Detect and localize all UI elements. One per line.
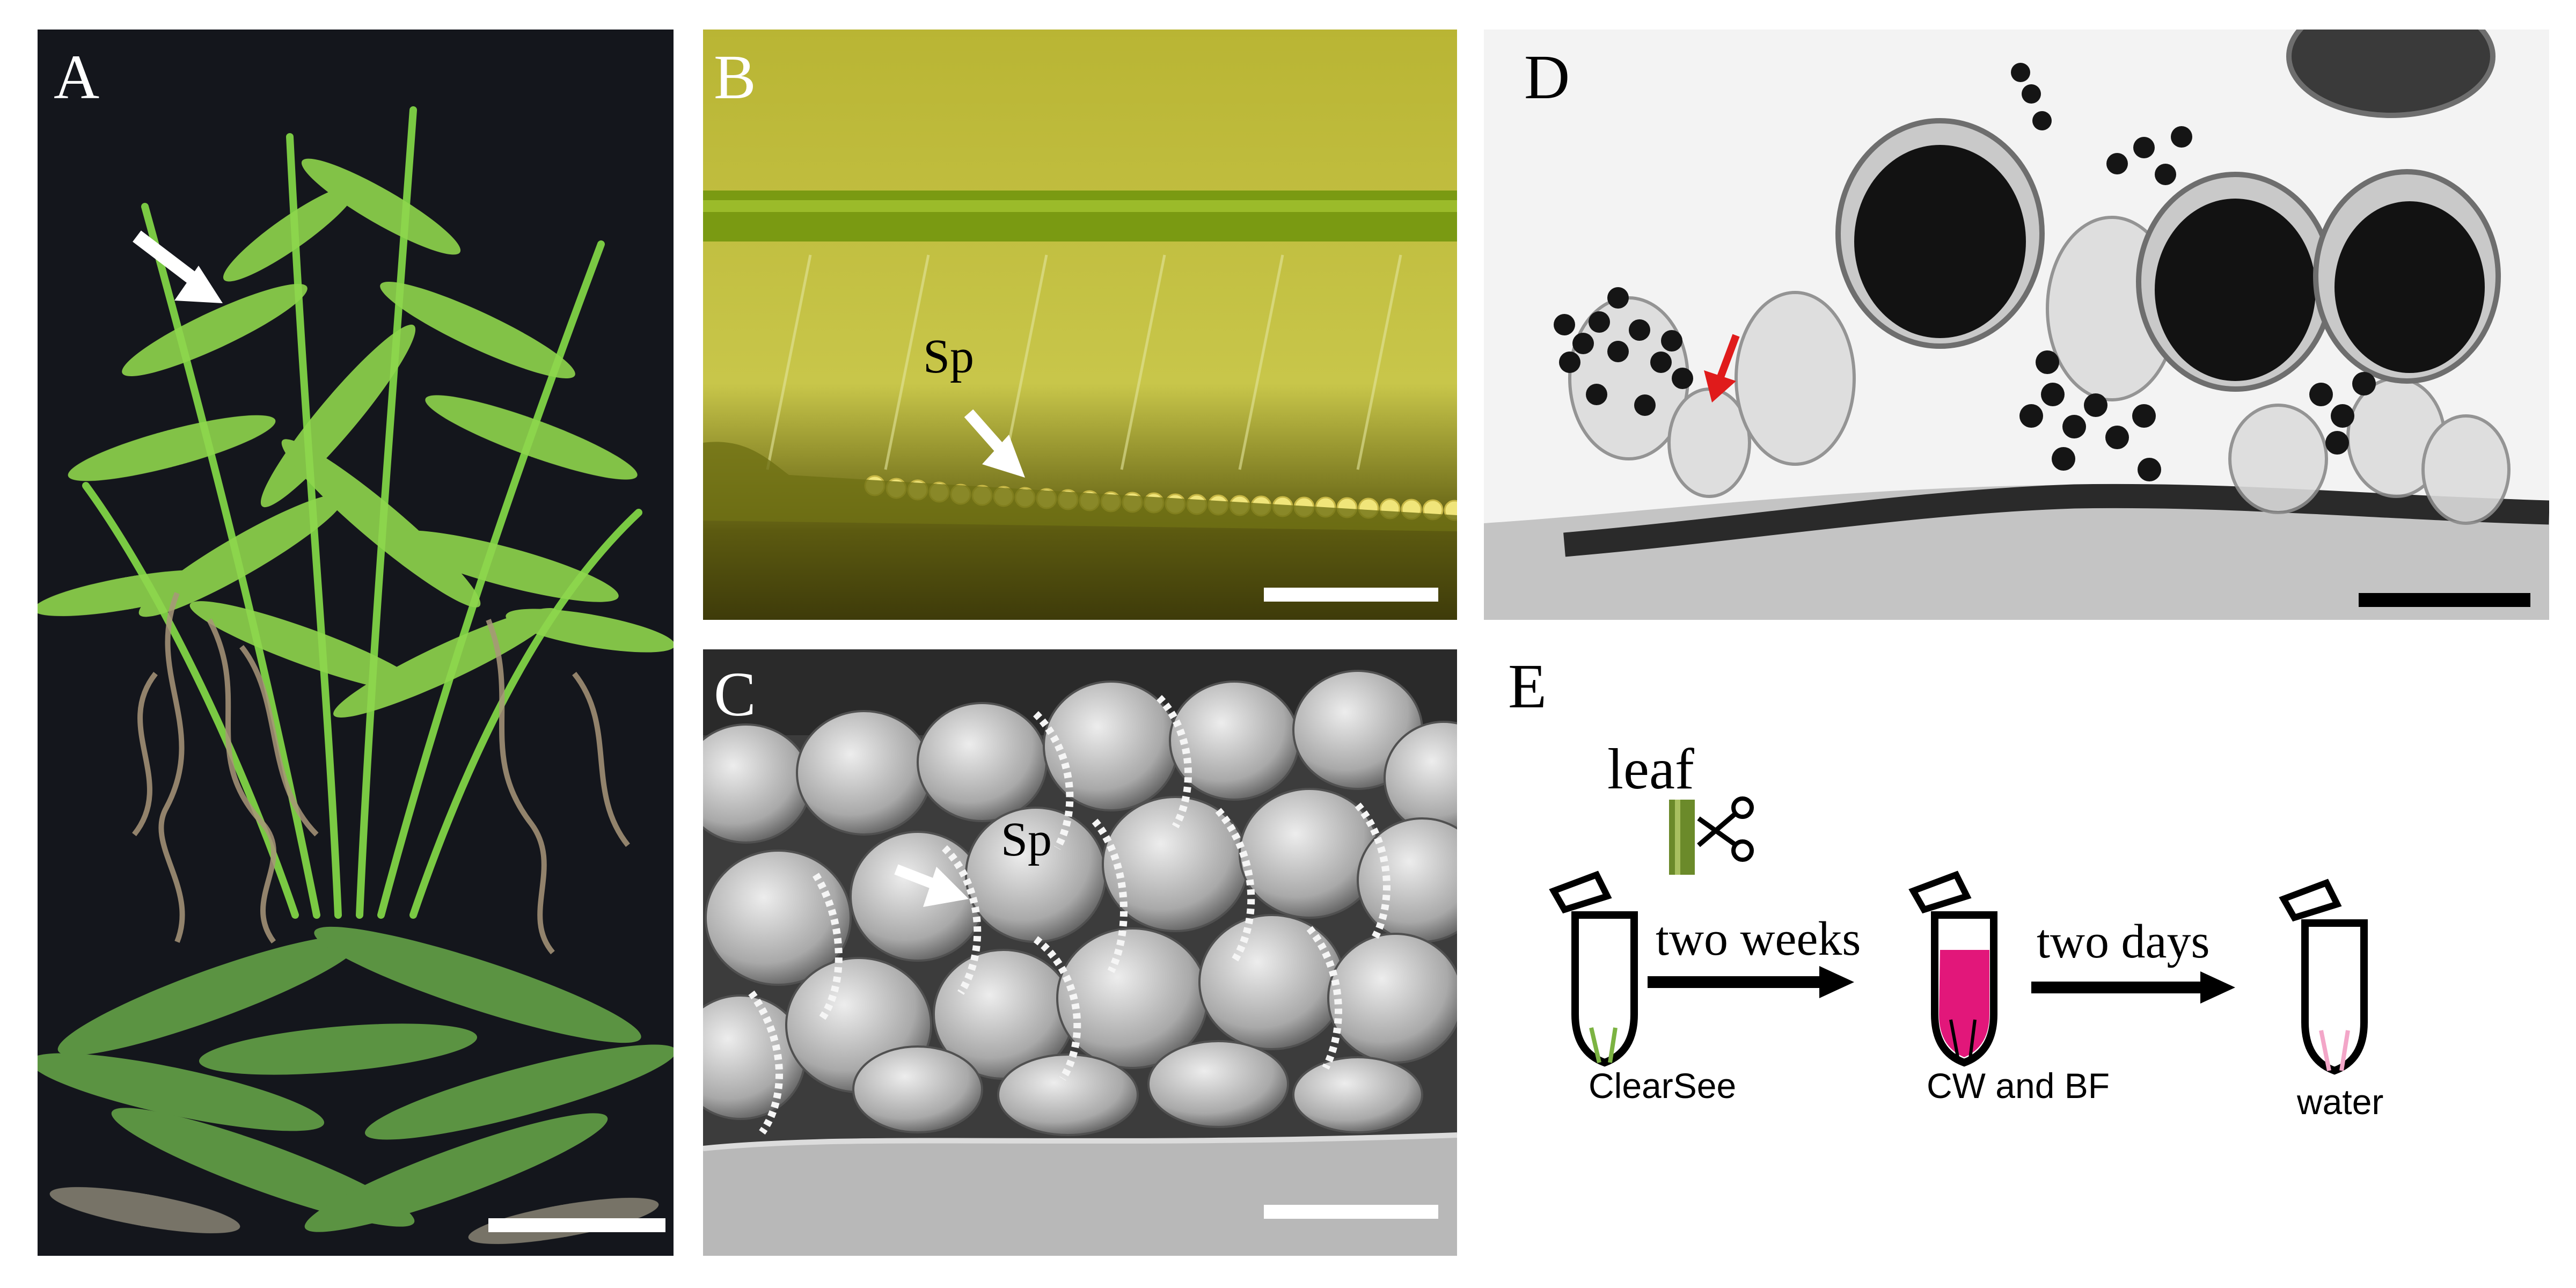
- panel-b-label: B: [714, 42, 756, 112]
- sporangium-label: Sp: [1001, 813, 1052, 866]
- panel-a-label: A: [54, 42, 100, 112]
- step2-label: two days: [2037, 915, 2210, 968]
- arrow-icon: [2031, 971, 2235, 1004]
- arrow-icon: [964, 409, 1025, 478]
- tube-icon: [1908, 870, 1997, 1067]
- panel-d-label: D: [1524, 42, 1570, 112]
- arrow-icon: [133, 230, 223, 303]
- leaf-label: leaf: [1607, 737, 1694, 801]
- scale-bar: [488, 1218, 665, 1232]
- panel-a-photo: A: [38, 30, 674, 1256]
- scale-bar: [2359, 593, 2530, 607]
- panel-e-label: E: [1508, 651, 1547, 721]
- tube1-caption: ClearSee: [1589, 1066, 1737, 1106]
- arrow-icon: [1704, 334, 1740, 402]
- arrow-icon: [1648, 966, 1854, 998]
- tube-icon: [1549, 870, 1638, 1067]
- scissors-icon: [1697, 796, 1754, 862]
- arrow-icon: [894, 864, 969, 907]
- sporangium-label: Sp: [923, 330, 975, 383]
- panel-b-photo: Sp B: [703, 30, 1457, 620]
- panel-c-label: C: [714, 659, 756, 729]
- sporangia-sem-image: [703, 649, 1457, 1256]
- scale-bar: [1264, 1205, 1438, 1219]
- tube-icon: [2279, 879, 2368, 1075]
- tube2-caption: CW and BF: [1927, 1066, 2110, 1106]
- scale-bar: [1264, 588, 1438, 602]
- leaf-margin-image: [703, 30, 1457, 620]
- tube3-caption: water: [2297, 1082, 2384, 1122]
- fern-plant-image: [38, 30, 674, 1256]
- panel-d-micrograph: D: [1484, 30, 2549, 620]
- panel-c-sem-image: Sp C: [703, 649, 1457, 1256]
- cleared-leaf-micrograph: [1484, 30, 2549, 620]
- step1-label: two weeks: [1656, 912, 1861, 965]
- panel-e-workflow: E leaf: [1484, 644, 2549, 1256]
- leaf-and-scissors: [1549, 796, 2368, 1075]
